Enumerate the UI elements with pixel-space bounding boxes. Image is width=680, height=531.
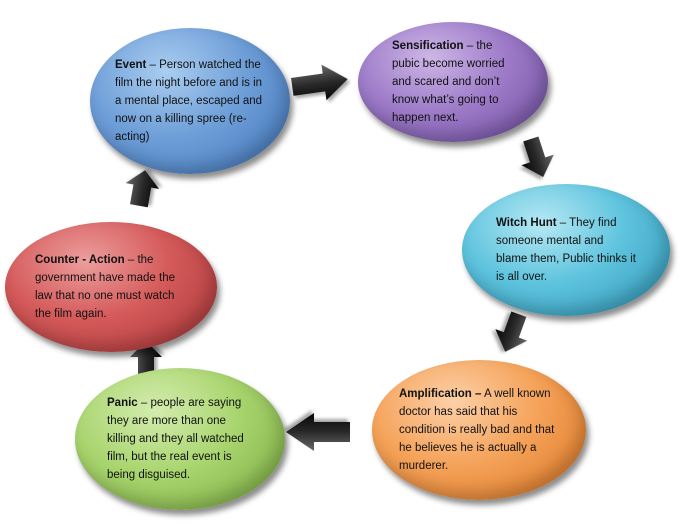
arrow-amplification-to-panic <box>286 413 350 451</box>
event-description: – Person watched the film the night befo… <box>115 59 263 143</box>
amplification-description: A well known doctor has said that his co… <box>399 388 555 472</box>
witch-hunt-description: – They find someone mental and blame the… <box>496 217 636 283</box>
sensification-description: – the pubic become worried and scared an… <box>392 40 505 124</box>
counter-action-title: Counter - Action <box>35 254 125 266</box>
counter-action-node: Counter - Action – the government have m… <box>5 222 217 352</box>
panic-title: Panic <box>107 397 138 409</box>
event-node: Event – Person watched the film the nigh… <box>90 28 290 174</box>
amplification-node: Amplification – A well known doctor has … <box>372 360 586 500</box>
event-title: Event <box>115 59 147 71</box>
panic-description: – people are saying they are more than o… <box>107 397 244 481</box>
arrow-witch-hunt-to-amplification <box>495 311 528 352</box>
panic-node: Panic – people are saying they are more … <box>75 368 285 510</box>
arrow-counter-action-to-event <box>125 170 160 208</box>
amplification-title: Amplification – <box>399 388 482 400</box>
counter-action-description: – the government have made the law that … <box>35 254 176 320</box>
sensification-node: Sensification – the pubic become worried… <box>358 22 548 142</box>
sensification-title: Sensification <box>392 40 464 52</box>
arrow-sensification-to-witch-hunt <box>521 136 554 178</box>
arrow-event-to-sensification <box>291 64 348 101</box>
witch-hunt-node: Witch Hunt – They find someone mental an… <box>462 184 670 316</box>
witch-hunt-title: Witch Hunt <box>496 217 557 229</box>
